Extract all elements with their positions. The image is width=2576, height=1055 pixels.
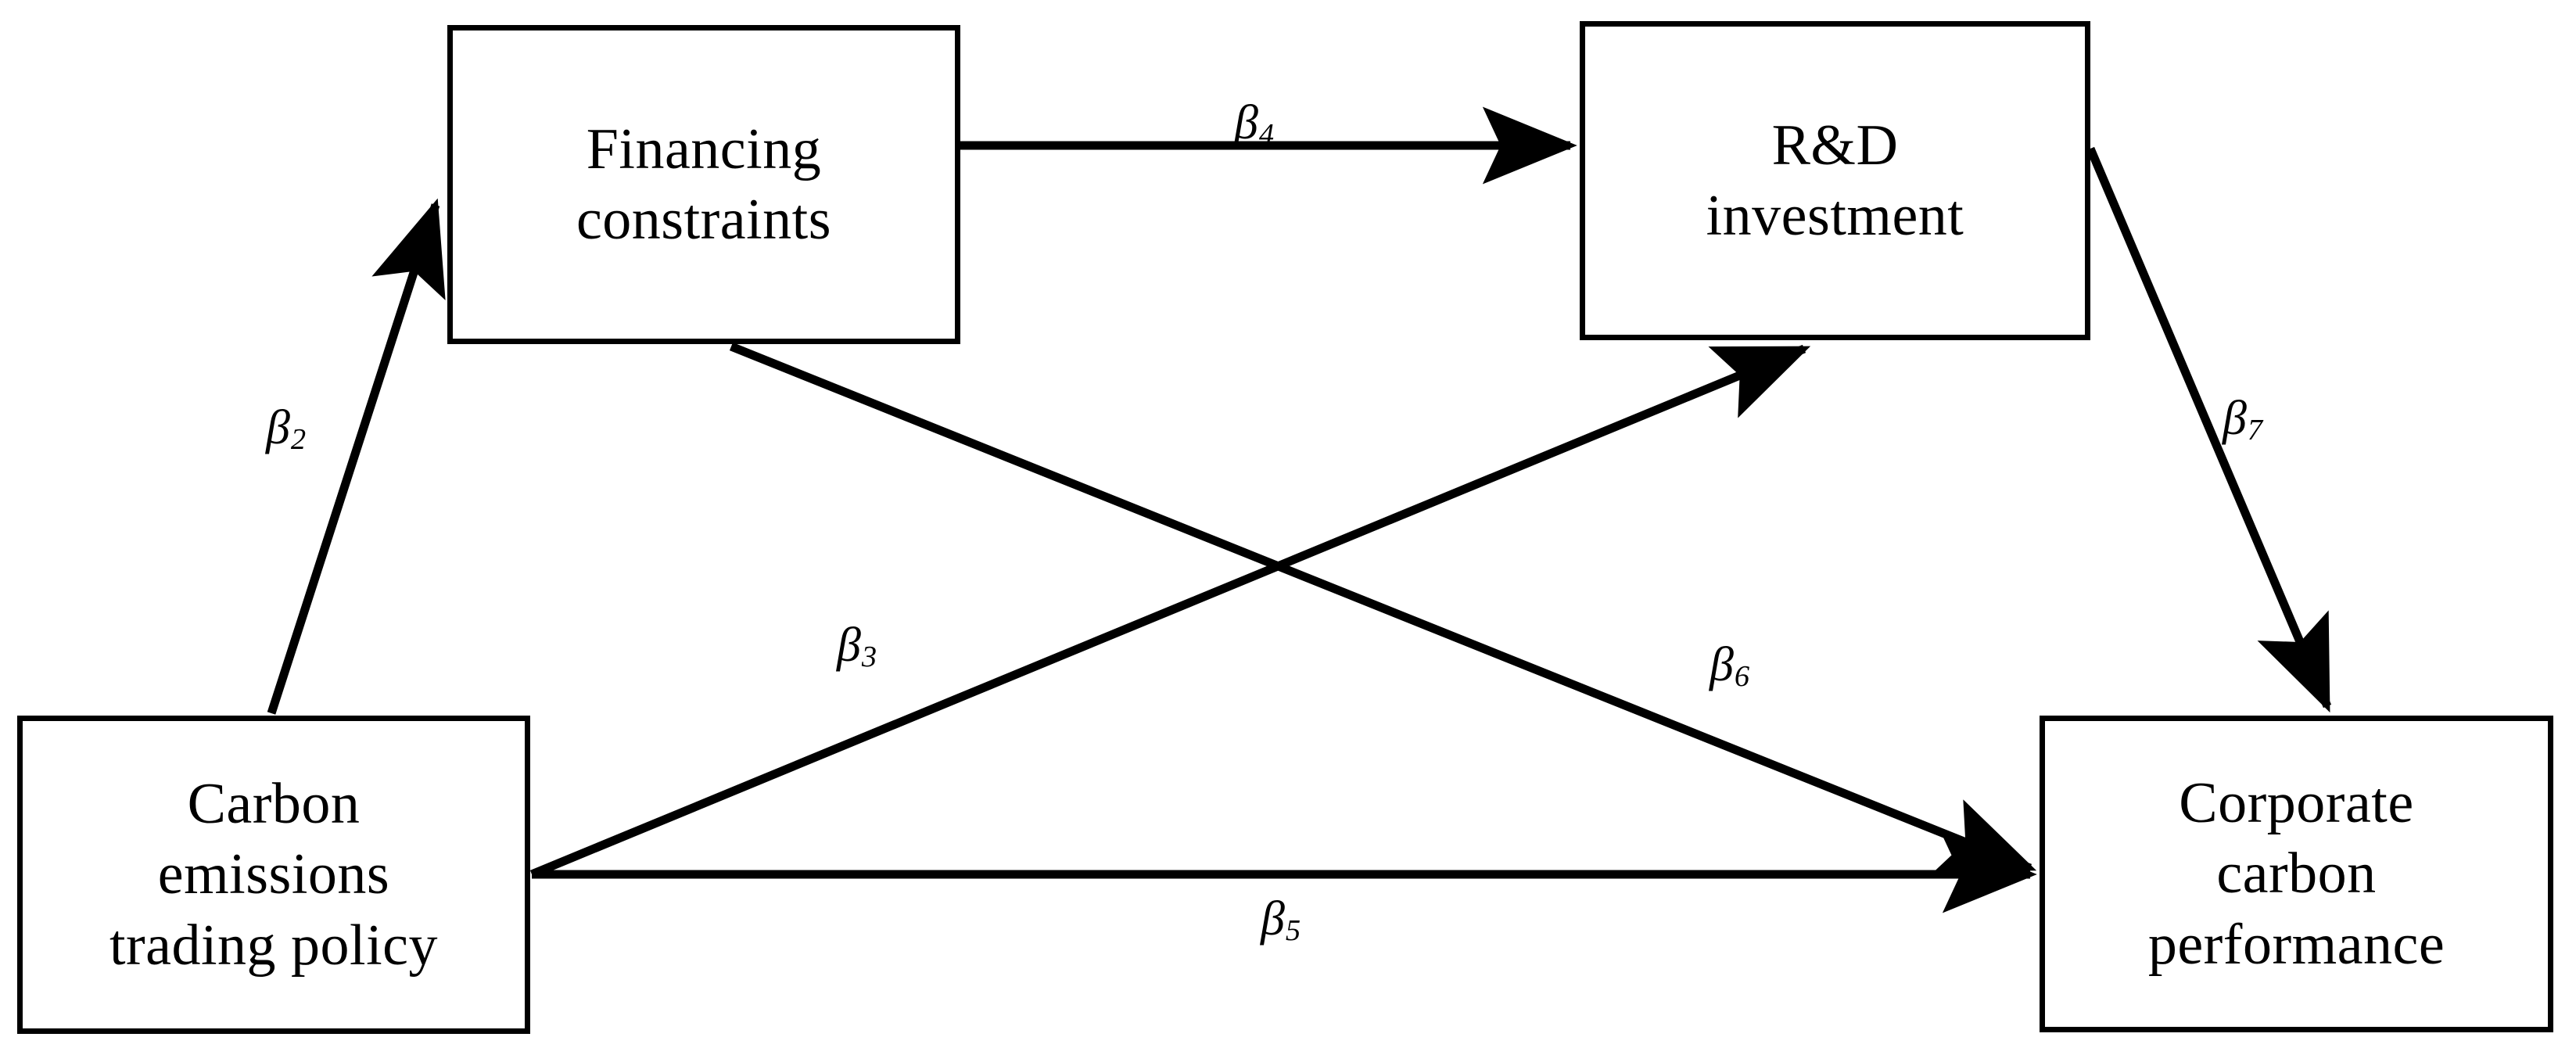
edge-label-beta3: β3: [837, 618, 877, 673]
edge-label-beta2-base: β: [266, 401, 290, 454]
edge-label-beta7-base: β: [2223, 392, 2247, 445]
node-rd-investment-label: R&D investment: [1706, 113, 1964, 248]
edge-beta3-line: [529, 344, 1811, 879]
edge-label-beta6: β6: [1710, 637, 1749, 693]
edge-label-beta5-base: β: [1261, 892, 1285, 946]
node-carbon-emissions-trading-policy[interactable]: Carbon emissions trading policy: [17, 716, 530, 1034]
edge-beta6-line: [729, 342, 2037, 873]
node-corporate-carbon-performance-label: Corporate carbon performance: [2147, 771, 2445, 977]
edge-label-beta4: β4: [1234, 95, 1274, 151]
node-carbon-emissions-trading-policy-label: Carbon emissions trading policy: [109, 772, 439, 978]
node-rd-investment[interactable]: R&D investment: [1580, 21, 2090, 340]
edge-beta7-line: [2086, 146, 2332, 713]
edge-label-beta2: β2: [266, 400, 306, 456]
node-financing-constraints[interactable]: Financing constraints: [447, 25, 960, 344]
edge-label-beta7-sub: 7: [2247, 413, 2263, 447]
edge-label-beta5: β5: [1261, 892, 1301, 947]
node-corporate-carbon-performance[interactable]: Corporate carbon performance: [2040, 716, 2553, 1032]
edge-label-beta5-sub: 5: [1285, 913, 1301, 947]
node-financing-constraints-label: Financing constraints: [576, 117, 832, 252]
edge-label-beta3-base: β: [837, 619, 861, 672]
edge-label-beta3-sub: 3: [861, 640, 877, 673]
edge-label-beta4-base: β: [1234, 96, 1258, 149]
edge-label-beta7: β7: [2223, 391, 2262, 447]
edge-label-beta2-sub: 2: [290, 422, 307, 456]
edge-beta2-line: [267, 198, 446, 715]
edge-label-beta6-sub: 6: [1734, 659, 1750, 693]
edge-label-beta6-base: β: [1710, 638, 1734, 691]
edge-label-beta4-sub: 4: [1258, 117, 1275, 151]
